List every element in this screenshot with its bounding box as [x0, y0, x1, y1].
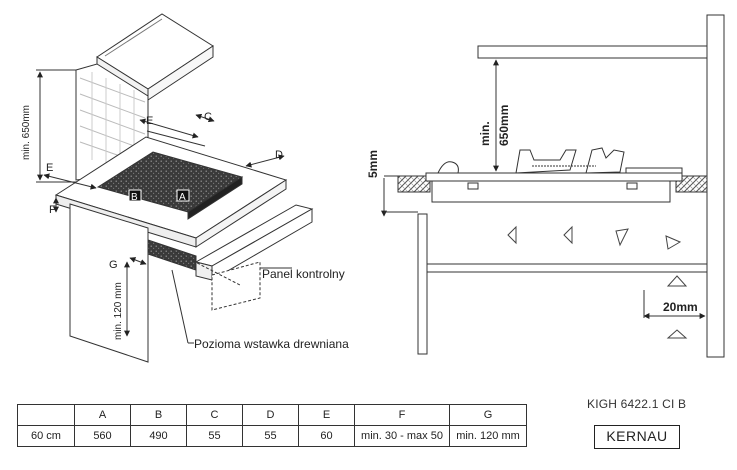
countertop-right [675, 175, 708, 193]
table-header-cell: E [298, 404, 355, 426]
table-cell: 60 cm [17, 425, 75, 447]
dim-c-label: C [204, 111, 212, 123]
gap-5mm-label: 5mm [366, 150, 380, 178]
table-header-cell: D [242, 404, 299, 426]
hob [96, 151, 244, 220]
table-header-cell: B [130, 404, 187, 426]
table-cell: 490 [130, 425, 187, 447]
table-cell: min. 120 mm [449, 425, 527, 447]
countertop-left [397, 175, 431, 193]
table-header-cell: F [354, 404, 450, 426]
left-labels: min. 650mm E C D E F G B A min. 120 mm P… [21, 105, 349, 351]
panel-label: Panel kontrolny [262, 267, 345, 281]
table-cell: 55 [242, 425, 299, 447]
right-section-diagram [381, 14, 725, 358]
burner-b-label: B [131, 192, 138, 203]
table-header-cell: A [74, 404, 131, 426]
dimension-lines [36, 69, 292, 344]
model-number: KIGH 6422.1 CI B [587, 397, 687, 411]
hob-section [425, 147, 683, 203]
table-header-cell: G [449, 404, 527, 426]
right-dimension-lines [381, 59, 706, 319]
table-header-cell: C [186, 404, 243, 426]
table-cell: 55 [186, 425, 243, 447]
dim-d-label: D [275, 149, 283, 161]
min-120-label: min. 120 mm [113, 282, 124, 340]
upper-cabinet [477, 45, 708, 59]
airflow-arrows [507, 225, 688, 339]
table-row: 60 cm 560 490 55 55 60 min. 30 - max 50 … [17, 425, 527, 447]
dim-f-label: F [49, 204, 56, 216]
table-header-cell [17, 404, 75, 426]
left-isometric-diagram [36, 13, 314, 363]
right-labels: min. 650mm 5mm 20mm [366, 105, 698, 314]
dim-e-top-label: E [146, 115, 153, 127]
dimensions-table: A B C D E F G 60 cm 560 490 55 55 60 min… [17, 404, 527, 447]
dim-g-label: G [109, 259, 118, 271]
table-cell: min. 30 - max 50 [354, 425, 450, 447]
right-min-label: min. [478, 121, 492, 146]
cabinet-side [417, 213, 428, 355]
table-cell: 60 [298, 425, 355, 447]
cooker-hood [96, 13, 214, 101]
min-650-label: min. 650mm [21, 105, 32, 160]
burner-a-label: A [179, 192, 186, 203]
wall [706, 14, 725, 358]
cabinet-shelf [426, 263, 708, 273]
brand-logo: KERNAU [594, 425, 680, 449]
right-650-label: 650mm [497, 105, 511, 146]
table-header-row: A B C D E F G [17, 404, 527, 426]
dim-e-left-label: E [46, 162, 53, 174]
insert-label: Pozioma wstawka drewniana [194, 337, 349, 351]
table-cell: 560 [74, 425, 131, 447]
gap-20mm-label: 20mm [663, 300, 698, 314]
